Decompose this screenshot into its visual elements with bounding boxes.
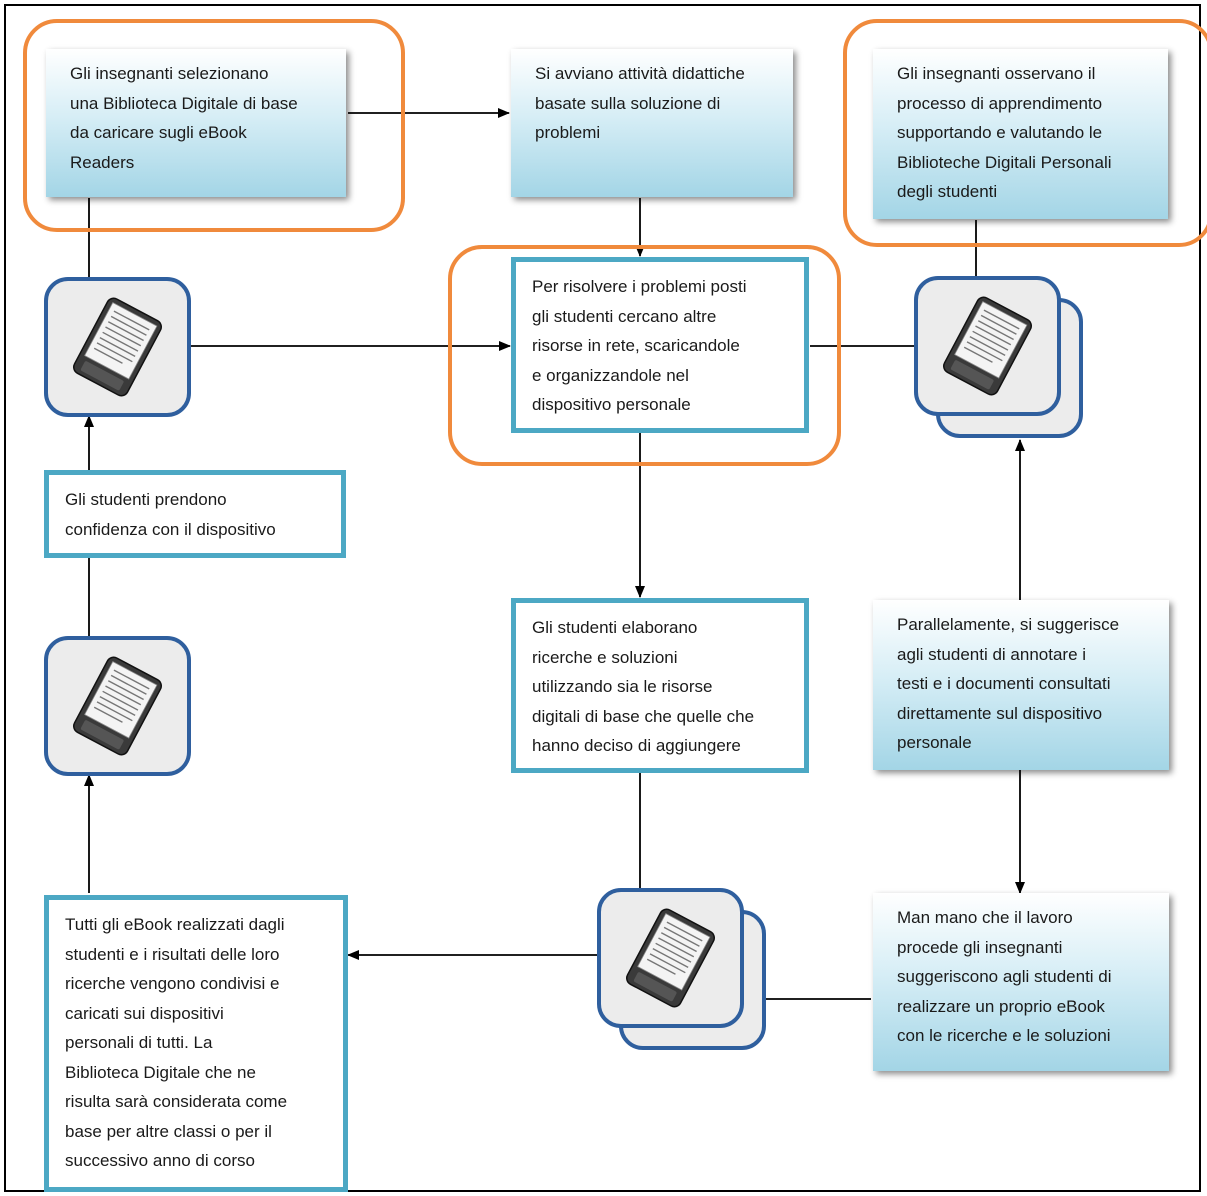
box-students-elaborate: Gli studenti elaborano ricerche e soluzi… [511,598,809,773]
box-students-elaborate-text: Gli studenti elaborano ricerche e soluzi… [532,618,755,755]
box-select-library: Gli insegnanti selezionano una Bibliotec… [46,49,346,197]
box-students-search-text: Per risolvere i problemi posti gli stude… [532,277,747,414]
highlight-students-search [448,245,841,466]
box-annotate: Parallelamente, si suggerisce agli stude… [873,600,1169,770]
box-share-ebooks-text: Tutti gli eBook realizzati dagli student… [65,915,288,1170]
highlight-teachers-observe [843,19,1207,247]
box-students-search: Per risolvere i problemi posti gli stude… [511,257,809,433]
ebook-reader-device-stack-4 [597,888,766,1055]
box-teachers-observe: Gli insegnanti osservano il processo di … [873,49,1168,219]
box-annotate-text: Parallelamente, si suggerisce agli stude… [897,615,1120,752]
box-start-activities: Si avviano attività didattiche basate su… [511,49,793,197]
diagram-frame [4,4,1201,1192]
box-students-familiarize: Gli studenti prendono confidenza con il … [44,470,346,558]
highlight-select-library [23,19,405,232]
ebook-reader-device-1 [44,277,195,426]
box-share-ebooks: Tutti gli eBook realizzati dagli student… [44,895,348,1192]
box-create-ebook-text: Man mano che il lavoro procede gli inseg… [897,908,1112,1045]
box-students-familiarize-text: Gli studenti prendono confidenza con il … [65,490,276,539]
box-select-library-text: Gli insegnanti selezionano una Bibliotec… [70,64,298,172]
box-create-ebook: Man mano che il lavoro procede gli inseg… [873,893,1169,1071]
ebook-reader-device-stack-3 [914,276,1083,443]
box-teachers-observe-text: Gli insegnanti osservano il processo di … [897,64,1112,201]
ebook-reader-device-2 [44,636,195,785]
box-start-activities-text: Si avviano attività didattiche basate su… [535,64,745,142]
